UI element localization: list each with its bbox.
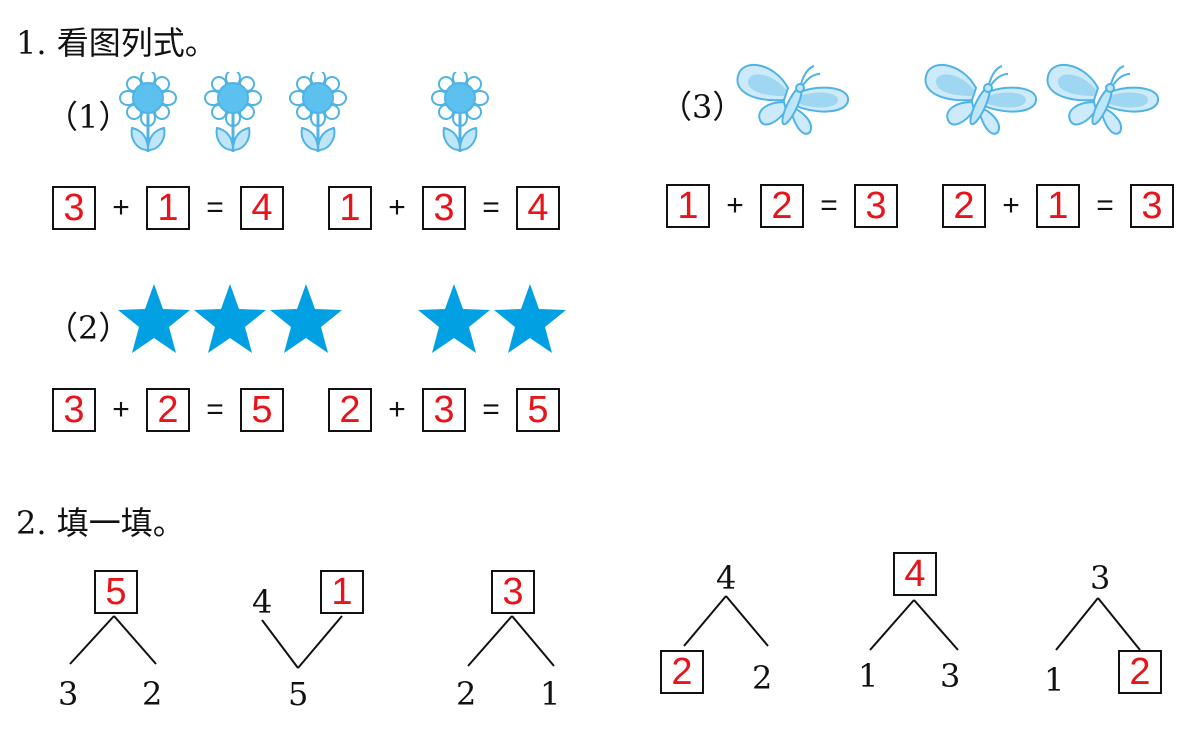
tree-3-right: 1 [540, 675, 561, 713]
plus-sign: + [1002, 189, 1020, 222]
answer-box[interactable]: 1 [1036, 184, 1080, 228]
equation-2b: 2 + 3 = 5 [328, 388, 560, 432]
answer-box[interactable]: 4 [240, 186, 284, 230]
answer-box[interactable]: 5 [94, 570, 138, 614]
answer-box[interactable]: 3 [422, 388, 466, 432]
plus-sign: + [726, 189, 744, 222]
tree-5-top: 4 [893, 552, 937, 596]
equation-1b: 1 + 3 = 4 [328, 186, 560, 230]
answer-box[interactable]: 2 [660, 650, 704, 694]
answer-box[interactable]: 2 [760, 184, 804, 228]
part-1-label: （1） [46, 98, 131, 136]
tree-1-top: 5 [94, 570, 138, 614]
part-3-label: （3） [660, 88, 745, 126]
equation-2a: 3 + 2 = 5 [52, 388, 284, 432]
equation-1a: 3 + 1 = 4 [52, 186, 284, 230]
answer-box[interactable]: 1 [328, 186, 372, 230]
tree-4-right: 2 [752, 659, 773, 697]
equals-sign: = [482, 191, 500, 224]
answer-box[interactable]: 3 [52, 388, 96, 432]
tree-1-left: 3 [58, 675, 79, 713]
equals-sign: = [1096, 189, 1114, 222]
equation-3a: 1 + 2 = 3 [666, 184, 898, 228]
tree-2-left: 4 [252, 583, 273, 621]
equation-3b: 2 + 1 = 3 [942, 184, 1174, 228]
tree-6-left: 1 [1044, 661, 1065, 699]
answer-box[interactable]: 4 [516, 186, 560, 230]
equals-sign: = [820, 189, 838, 222]
question-1-title: 1. 看图列式。 [16, 24, 217, 62]
answer-box[interactable]: 2 [146, 388, 190, 432]
plus-sign: + [388, 393, 406, 426]
tree-4-left: 2 [660, 650, 704, 694]
question-2-title: 2. 填一填。 [16, 504, 185, 542]
answer-box[interactable]: 1 [146, 186, 190, 230]
equals-sign: = [206, 191, 224, 224]
tree-6-top: 3 [1090, 559, 1111, 597]
answer-box[interactable]: 3 [854, 184, 898, 228]
tree-6-right: 2 [1118, 650, 1162, 694]
answer-box[interactable]: 3 [491, 570, 535, 614]
equals-sign: = [482, 393, 500, 426]
tree-2-bottom: 5 [288, 675, 309, 713]
answer-box[interactable]: 1 [666, 184, 710, 228]
plus-sign: + [112, 393, 130, 426]
equals-sign: = [206, 393, 224, 426]
tree-3-top: 3 [491, 570, 535, 614]
answer-box[interactable]: 5 [240, 388, 284, 432]
tree-4-top: 4 [716, 559, 737, 597]
tree-2-right: 1 [320, 570, 364, 614]
answer-box[interactable]: 3 [1130, 184, 1174, 228]
answer-box[interactable]: 3 [422, 186, 466, 230]
tree-1-right: 2 [142, 675, 163, 713]
answer-box[interactable]: 2 [1118, 650, 1162, 694]
answer-box[interactable]: 1 [320, 570, 364, 614]
answer-box[interactable]: 2 [942, 184, 986, 228]
answer-box[interactable]: 3 [52, 186, 96, 230]
plus-sign: + [112, 191, 130, 224]
tree-5-left: 1 [858, 657, 879, 695]
tree-5-right: 3 [940, 657, 961, 695]
answer-box[interactable]: 2 [328, 388, 372, 432]
plus-sign: + [388, 191, 406, 224]
answer-box[interactable]: 5 [516, 388, 560, 432]
part-2-label: （2） [46, 309, 131, 347]
tree-3-left: 2 [456, 675, 477, 713]
answer-box[interactable]: 4 [893, 552, 937, 596]
